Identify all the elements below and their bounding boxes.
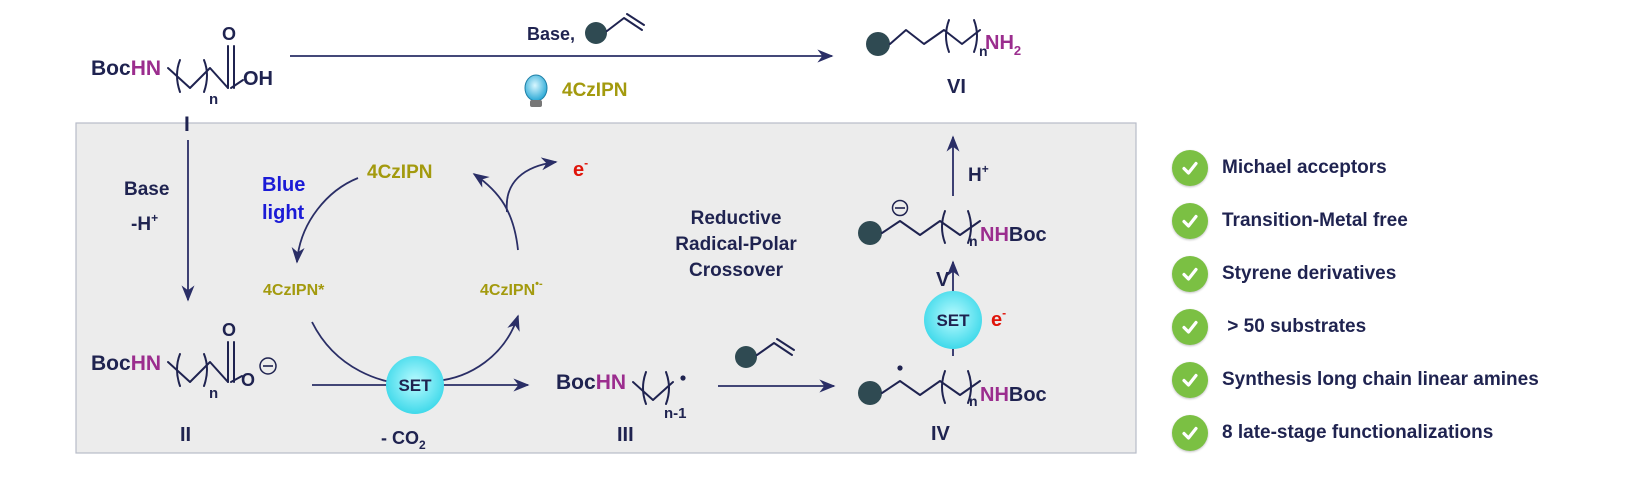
svg-text:NH2: NH2	[985, 32, 1021, 58]
compound-V: n NHBoc V	[858, 199, 1047, 291]
alkene-reagent-mid	[735, 338, 795, 368]
svg-text:n: n	[209, 91, 218, 108]
lightbulb-icon	[524, 74, 548, 107]
feature-item: Synthesis long chain linear amines	[1172, 360, 1539, 400]
svg-text:IV: IV	[931, 423, 951, 445]
svg-text:NHBoc: NHBoc	[980, 384, 1047, 406]
compound-II: BocHN n O O II	[91, 320, 277, 446]
regeneration-arrow	[472, 173, 519, 251]
compound-III: BocHN n-1 III	[556, 371, 687, 446]
feature-item: Styrene derivatives	[1172, 254, 1396, 294]
set-bubble-decarboxylation: SET	[386, 356, 444, 414]
svg-text:Reductive: Reductive	[691, 208, 782, 229]
feature-label: Styrene derivatives	[1222, 263, 1397, 284]
check-icon	[1172, 362, 1208, 398]
svg-text:n: n	[969, 393, 978, 409]
svg-text:SET: SET	[936, 311, 970, 330]
svg-text:O: O	[222, 320, 236, 340]
svg-text:Crossover: Crossover	[689, 260, 784, 281]
feature-label: Transition-Metal free	[1222, 210, 1408, 231]
feature-label: Michael acceptors	[1222, 157, 1387, 178]
svg-text:VI: VI	[947, 76, 966, 98]
check-icon	[1172, 415, 1208, 451]
feature-label: 8 late-stage functionalizations	[1222, 422, 1494, 443]
product-VI: n NH2 VI	[866, 19, 1021, 98]
feature-label: Synthesis long chain linear amines	[1222, 369, 1539, 390]
svg-text:V: V	[936, 269, 950, 291]
svg-text:- CO2: - CO2	[381, 428, 426, 452]
svg-text:OH: OH	[243, 68, 273, 90]
excitation-arrow	[291, 177, 359, 264]
svg-text:n: n	[969, 233, 978, 249]
feature-item: Transition-Metal free	[1172, 201, 1408, 241]
electron-release-arrow	[505, 157, 558, 213]
svg-text:n: n	[209, 385, 218, 402]
feature-item: > 50 substrates	[1172, 307, 1366, 347]
svg-text:4CzIPN•-: 4CzIPN•-	[480, 278, 543, 299]
svg-text:n-1: n-1	[664, 405, 687, 422]
svg-text:I: I	[184, 113, 190, 136]
svg-text:NHBoc: NHBoc	[980, 224, 1047, 246]
alkene-reagent-top	[585, 13, 645, 44]
check-icon	[1172, 309, 1208, 345]
check-icon	[1172, 203, 1208, 239]
feature-label: > 50 substrates	[1222, 316, 1367, 337]
svg-text:4CzIPN*: 4CzIPN*	[263, 282, 325, 299]
set-oxidation-arrow	[435, 314, 520, 382]
svg-text:e-: e-	[573, 156, 588, 181]
svg-text:O: O	[222, 24, 236, 44]
svg-text:BocHN: BocHN	[91, 57, 161, 80]
svg-text:SET: SET	[398, 376, 432, 395]
svg-text:4CzIPN: 4CzIPN	[367, 162, 432, 183]
compound-IV: n NHBoc IV	[858, 365, 1047, 445]
svg-text:Base: Base	[124, 179, 169, 200]
svg-text:O: O	[241, 370, 255, 390]
svg-text:n: n	[979, 43, 988, 59]
svg-text:-H+: -H+	[131, 211, 158, 235]
svg-text:II: II	[180, 424, 191, 446]
svg-text:Radical-Polar: Radical-Polar	[675, 234, 797, 255]
svg-text:III: III	[617, 424, 634, 446]
svg-text:BocHN: BocHN	[556, 371, 626, 394]
set-bubble-reduction: SET	[924, 291, 982, 349]
check-icon	[1172, 150, 1208, 186]
svg-text:H+: H+	[968, 162, 989, 186]
feature-item: Michael acceptors	[1172, 148, 1387, 188]
compound-I: BocHN n O OH I	[91, 24, 273, 136]
svg-text:e-: e-	[991, 306, 1006, 331]
svg-text:Base,: Base,	[527, 24, 575, 44]
check-icon	[1172, 256, 1208, 292]
svg-text:BocHN: BocHN	[91, 352, 161, 375]
svg-text:4CzIPN: 4CzIPN	[562, 80, 627, 101]
feature-item: 8 late-stage functionalizations	[1172, 413, 1493, 453]
mechanism-panel	[75, 122, 1137, 454]
svg-text:Blue: Blue	[262, 174, 305, 196]
svg-text:light: light	[262, 202, 305, 224]
